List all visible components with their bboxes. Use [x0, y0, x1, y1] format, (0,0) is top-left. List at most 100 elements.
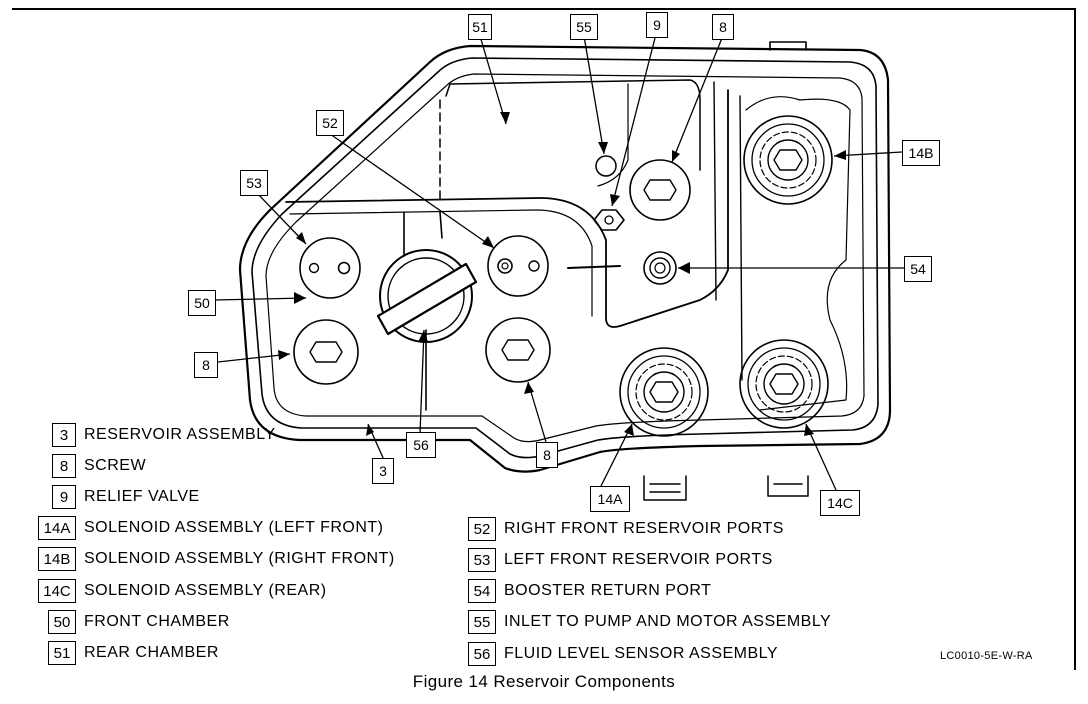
- legend-item-8: 8 SCREW: [52, 453, 146, 479]
- legend-number: 50: [48, 610, 76, 634]
- leader-51: [479, 35, 507, 125]
- screw-left-head: [309, 341, 343, 363]
- top-tab: [769, 41, 807, 51]
- booster-return-port-outer: [643, 251, 677, 285]
- callout-3: 3: [372, 458, 394, 484]
- relief-valve-center: [604, 215, 614, 225]
- callout-52: 52: [316, 110, 344, 136]
- legend-number: 55: [468, 610, 496, 634]
- legend-item-14c: 14C SOLENOID ASSEMBLY (REAR): [38, 578, 327, 604]
- arrow-52: [482, 236, 494, 248]
- right-front-port-hole-a: [497, 258, 513, 274]
- arrow-8-top: [672, 150, 680, 162]
- figure-frame: [12, 8, 1076, 670]
- leader-53: [253, 189, 307, 245]
- left-front-port-cylinder: [299, 237, 361, 299]
- legend-number: 14A: [38, 516, 76, 540]
- legend-number: 52: [468, 517, 496, 541]
- legend-number: 14C: [38, 579, 76, 603]
- right-front-port-hole-a-inner: [501, 262, 509, 270]
- solenoid-14a-ring2: [627, 355, 701, 429]
- arrow-3: [366, 424, 374, 436]
- chamber-partition-inner: [289, 209, 593, 317]
- solenoid-14a-ring4: [643, 371, 685, 413]
- screw-bottom-head: [501, 339, 535, 361]
- callout-14c: 14C: [820, 490, 860, 516]
- solenoid-14c-hex: [769, 373, 799, 395]
- legend-label: RELIEF VALVE: [84, 488, 200, 505]
- reservoir-outline-inner1: [251, 57, 879, 459]
- leader-14c: [805, 423, 837, 491]
- arrow-55: [598, 142, 608, 154]
- arrow-14c: [804, 424, 814, 436]
- callout-8-bottom: 8: [536, 442, 558, 468]
- left-front-port-hole-a: [308, 262, 320, 274]
- arrow-9: [610, 194, 620, 206]
- legend-label: RESERVOIR ASSEMBLY: [84, 426, 276, 443]
- reservoir-outline-inner2: [265, 73, 865, 443]
- legend-item-14a: 14A SOLENOID ASSEMBLY (LEFT FRONT): [38, 515, 384, 541]
- screw-bottom-boss: [485, 317, 551, 383]
- solenoid-14c-ring3: [755, 355, 813, 413]
- legend-number: 14B: [38, 547, 76, 571]
- legend-label: FLUID LEVEL SENSOR ASSEMBLY: [504, 645, 779, 662]
- solenoid-14b-ring2: [751, 123, 825, 197]
- callout-51: 51: [468, 14, 492, 40]
- arrow-8-left: [278, 350, 290, 360]
- solenoid-14b-ring3: [759, 131, 817, 189]
- solenoid-14a-ring3: [635, 363, 693, 421]
- legend-item-55: 55 INLET TO PUMP AND MOTOR ASSEMBLY: [468, 609, 831, 635]
- legend-item-14b: 14B SOLENOID ASSEMBLY (RIGHT FRONT): [38, 546, 395, 572]
- callout-8-left: 8: [194, 352, 218, 378]
- leader-8-left: [217, 353, 291, 363]
- bottom-tab-right: [767, 475, 809, 497]
- front-divider: [403, 211, 443, 411]
- leader-14a: [599, 423, 633, 489]
- legend-item-51: 51 REAR CHAMBER: [48, 640, 219, 666]
- callout-14a: 14A: [590, 486, 630, 512]
- arrow-50: [294, 292, 306, 304]
- relief-valve-hex: [593, 209, 625, 231]
- arrow-8-bottom: [524, 382, 534, 394]
- inner-rib: [597, 83, 629, 187]
- leader-9: [611, 33, 657, 207]
- right-front-port-cylinder: [487, 235, 549, 297]
- leader-55: [583, 35, 605, 155]
- screw-top-head: [643, 179, 677, 201]
- solenoid-14a-hex: [649, 381, 679, 403]
- left-front-port-hole-b: [337, 261, 351, 275]
- arrow-51: [500, 112, 510, 124]
- fluid-level-sensor-bar: [376, 262, 478, 336]
- legend-item-54: 54 BOOSTER RETURN PORT: [468, 578, 711, 604]
- right-front-port-hole-b: [528, 260, 540, 272]
- arrow-56: [418, 330, 428, 342]
- callout-54: 54: [904, 256, 932, 282]
- screw-top-boss: [629, 159, 691, 221]
- figure-caption: Figure 14 Reservoir Components: [412, 672, 676, 691]
- legend-item-3: 3 RESERVOIR ASSEMBLY: [52, 422, 276, 448]
- legend-item-9: 9 RELIEF VALVE: [52, 484, 200, 510]
- legend-label: SOLENOID ASSEMBLY (RIGHT FRONT): [84, 550, 395, 567]
- legend-number: 8: [52, 454, 76, 478]
- solenoid-14b-outer: [743, 115, 833, 205]
- legend-number: 9: [52, 485, 76, 509]
- legend-item-53: 53 LEFT FRONT RESERVOIR PORTS: [468, 547, 773, 573]
- reference-code: LC0010-5E-W-RA: [940, 650, 1033, 662]
- fluid-level-sensor-inner: [387, 257, 465, 335]
- legend-item-50: 50 FRONT CHAMBER: [48, 609, 230, 635]
- right-rib: [713, 81, 743, 381]
- legend-number: 51: [48, 641, 76, 665]
- callout-9: 9: [646, 12, 668, 38]
- leader-52: [329, 133, 495, 249]
- legend-number: 54: [468, 579, 496, 603]
- solenoid-14c-ring4: [763, 363, 805, 405]
- legend-item-52: 52 RIGHT FRONT RESERVOIR PORTS: [468, 516, 784, 542]
- bottom-tab-left: [643, 475, 687, 501]
- solenoid-14b-hex: [773, 149, 803, 171]
- callout-53: 53: [240, 170, 268, 196]
- legend-item-56: 56 FLUID LEVEL SENSOR ASSEMBLY: [468, 641, 778, 667]
- solenoid-14b-ring4: [767, 139, 809, 181]
- legend-number: 3: [52, 423, 76, 447]
- legend-label: REAR CHAMBER: [84, 644, 219, 661]
